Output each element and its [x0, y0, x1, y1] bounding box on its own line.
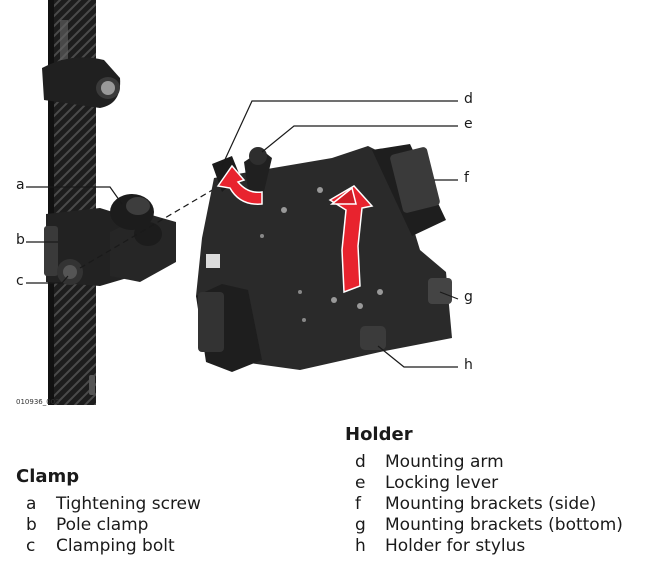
callout-h: h	[464, 357, 473, 373]
legend-key: a	[26, 494, 37, 514]
rotation-arrows	[216, 164, 374, 294]
callout-f: f	[464, 170, 469, 186]
figure-id: 010936_002	[16, 398, 60, 406]
callout-d: d	[464, 91, 473, 107]
legend-label: Pole clamp	[56, 515, 149, 535]
callout-c: c	[16, 273, 24, 289]
legend-label: Holder for stylus	[385, 536, 526, 556]
legend-key: b	[26, 515, 37, 535]
callout-e: e	[464, 116, 473, 132]
legend-item-e: e Locking lever	[355, 473, 498, 494]
legend-label: Tightening screw	[56, 494, 201, 514]
side-bracket-drawing	[390, 147, 440, 213]
callout-a: a	[16, 177, 25, 193]
callout-g: g	[464, 289, 473, 305]
legend-item-d: d Mounting arm	[355, 452, 504, 473]
legend-item-a: a Tightening screw	[26, 494, 201, 515]
legend-item-b: b Pole clamp	[26, 515, 148, 536]
holder-clamp-illustration: a b c d e f g h	[16, 0, 473, 405]
legend-label: Mounting brackets (side)	[385, 494, 597, 514]
legend-item-g: g Mounting brackets (bottom)	[355, 515, 623, 536]
holder-title: Holder	[345, 424, 413, 445]
legend-label: Mounting brackets (bottom)	[385, 515, 623, 535]
legend-item-f: f Mounting brackets (side)	[355, 494, 596, 515]
legend-key: e	[355, 473, 366, 493]
legend-key: d	[355, 452, 366, 472]
legend-item-h: h Holder for stylus	[355, 536, 525, 557]
legend-key: g	[355, 515, 366, 535]
legend-key: h	[355, 536, 366, 556]
legend-label: Clamping bolt	[56, 536, 175, 556]
bottom-bracket-drawing	[428, 278, 452, 304]
clamp-title: Clamp	[16, 466, 80, 487]
legend-key: c	[26, 536, 36, 556]
legend-item-c: c Clamping bolt	[26, 536, 175, 557]
legend-label: Mounting arm	[385, 452, 504, 472]
stylus-holder-drawing	[360, 326, 386, 350]
device-drawing	[26, 0, 459, 405]
legend-label: Locking lever	[385, 473, 499, 493]
legend-key: f	[355, 494, 361, 514]
callout-b: b	[16, 232, 25, 248]
